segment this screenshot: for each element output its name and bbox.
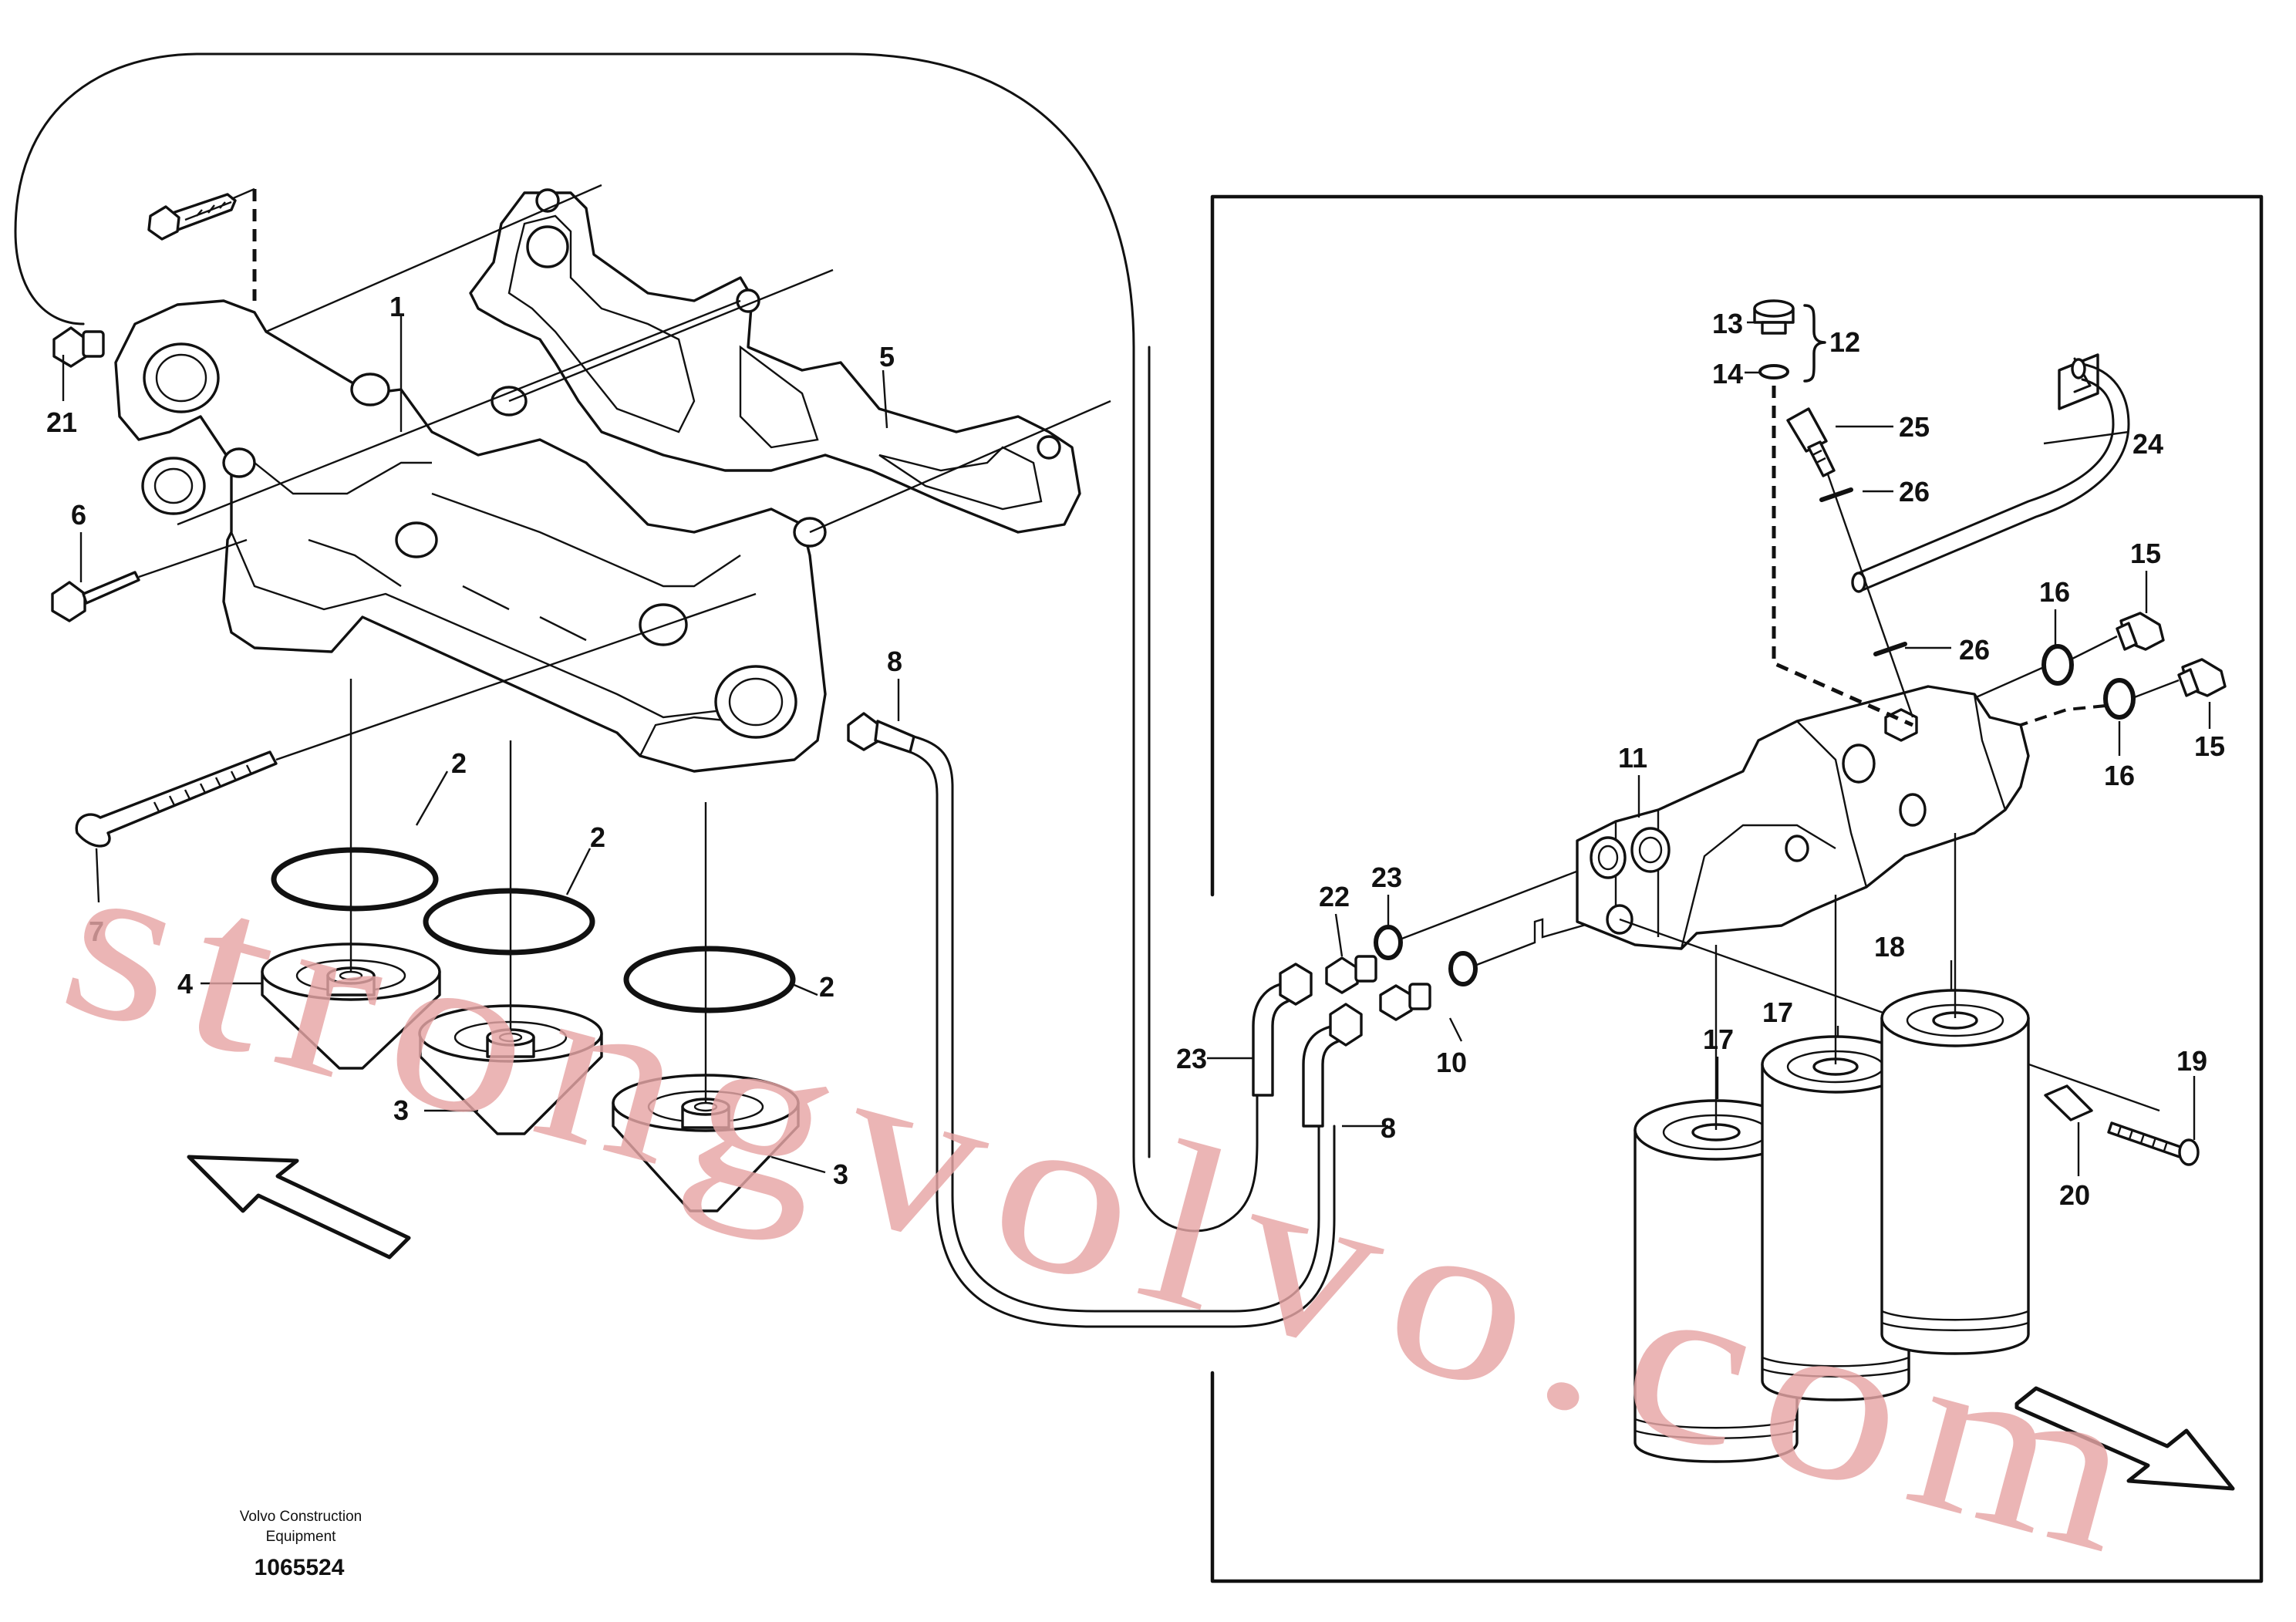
- callout-26a: 26: [1899, 476, 1930, 508]
- bolt-21: [52, 326, 105, 368]
- footer-block: Volvo Construction Equipment 1065524: [240, 1509, 362, 1580]
- callout-20: 20: [2059, 1179, 2090, 1211]
- callout-14: 14: [1712, 358, 1743, 389]
- washer-16a: [2041, 644, 2074, 686]
- callout-16a: 16: [2039, 576, 2070, 608]
- callout-25: 25: [1899, 411, 1930, 443]
- callout-3b: 3: [833, 1158, 848, 1190]
- callout-23b: 23: [1176, 1043, 1207, 1074]
- callout-2a: 2: [451, 747, 467, 779]
- plug-13-dashed-guide: [1772, 386, 1914, 727]
- callout-15a: 15: [2130, 538, 2161, 569]
- hose-fitting-8: [847, 712, 1336, 1328]
- callout-22: 22: [1319, 881, 1350, 912]
- adapter-22: [1325, 955, 1377, 994]
- callout-1: 1: [389, 291, 405, 322]
- leader-bolt-7-axis: [275, 592, 757, 761]
- o-ring-1: [271, 847, 439, 912]
- callout-16b: 16: [2104, 760, 2135, 791]
- callout-2b: 2: [590, 821, 605, 853]
- washer-14: [1758, 364, 1789, 379]
- callout-8a: 8: [887, 646, 902, 677]
- bolt-6: [51, 571, 140, 622]
- washer-26b: [1873, 642, 1907, 656]
- pipe-loop-inner: [82, 322, 1151, 1158]
- callout-4: 4: [177, 968, 193, 1000]
- washer-10: [1448, 951, 1478, 986]
- callout-23a: 23: [1371, 862, 1402, 893]
- spacer-20: [2044, 1084, 2093, 1121]
- leader-gasket-2: [508, 268, 834, 403]
- callout-5: 5: [879, 341, 895, 373]
- leader-gasket-4: [177, 299, 741, 526]
- callout-2c: 2: [819, 971, 834, 1003]
- callout-11: 11: [1618, 742, 1647, 774]
- drawing-number: 1065524: [255, 1555, 345, 1580]
- callout-6: 6: [71, 499, 86, 531]
- callout-leaders: [62, 316, 2211, 1176]
- washer-26a: [1819, 487, 1853, 502]
- gasket: [469, 188, 1081, 534]
- bolt-25: [1786, 407, 1836, 477]
- bolt-7: [75, 750, 278, 848]
- leader-bolt-6-axis: [138, 538, 248, 578]
- callout-15b: 15: [2194, 730, 2225, 762]
- direction-arrow-left: [187, 1155, 411, 1259]
- callout-26b: 26: [1959, 634, 1990, 666]
- plug-15b: [2177, 658, 2227, 697]
- callout-10: 10: [1436, 1047, 1467, 1078]
- publisher-line-2: Equipment: [266, 1529, 337, 1545]
- callout-19: 19: [2176, 1045, 2207, 1077]
- elbow-fitting-8: [1302, 1003, 1363, 1128]
- section-frame: [1210, 194, 2264, 1583]
- callout-13: 13: [1712, 308, 1743, 339]
- callout-17a: 17: [1703, 1023, 1734, 1055]
- callout-8b: 8: [1381, 1112, 1396, 1144]
- filter-18: [1880, 989, 2030, 1355]
- elbow-fitting-23: [1252, 963, 1313, 1097]
- callout-7: 7: [89, 916, 104, 947]
- callout-24: 24: [2132, 428, 2163, 460]
- callout-labels: 1 2 2 2 4 3 3 5 6 21 7 8 8 10 11 12 13 1…: [46, 291, 2225, 1211]
- direction-arrow-right: [2014, 1386, 2235, 1491]
- filter-housing: [1576, 685, 2030, 950]
- callout-21: 21: [46, 406, 77, 438]
- washer-23: [1374, 925, 1403, 960]
- o-ring-3: [623, 946, 796, 1013]
- breather-pipe-24: [1851, 353, 2130, 593]
- pipe-loop-outline: [14, 52, 1259, 1233]
- plug-13: [1753, 299, 1795, 335]
- plug-15a: [2116, 612, 2165, 651]
- adapter-10: [1379, 983, 1431, 1021]
- oil-cooler-housing: [114, 299, 827, 773]
- washer-16b: [2103, 678, 2136, 720]
- callout-17b: 17: [1762, 996, 1793, 1028]
- bolt-top: [147, 193, 237, 241]
- bolt-19: [2107, 1121, 2200, 1166]
- callout-18: 18: [1874, 931, 1905, 963]
- publisher-line-1: Volvo Construction: [240, 1509, 362, 1525]
- callout-12: 12: [1829, 326, 1860, 358]
- brace-12: [1803, 304, 1826, 383]
- leader-gasket-3: [809, 400, 1111, 534]
- callout-3a: 3: [393, 1094, 409, 1126]
- o-ring-2: [423, 888, 595, 956]
- leader-gasket-1: [265, 184, 602, 333]
